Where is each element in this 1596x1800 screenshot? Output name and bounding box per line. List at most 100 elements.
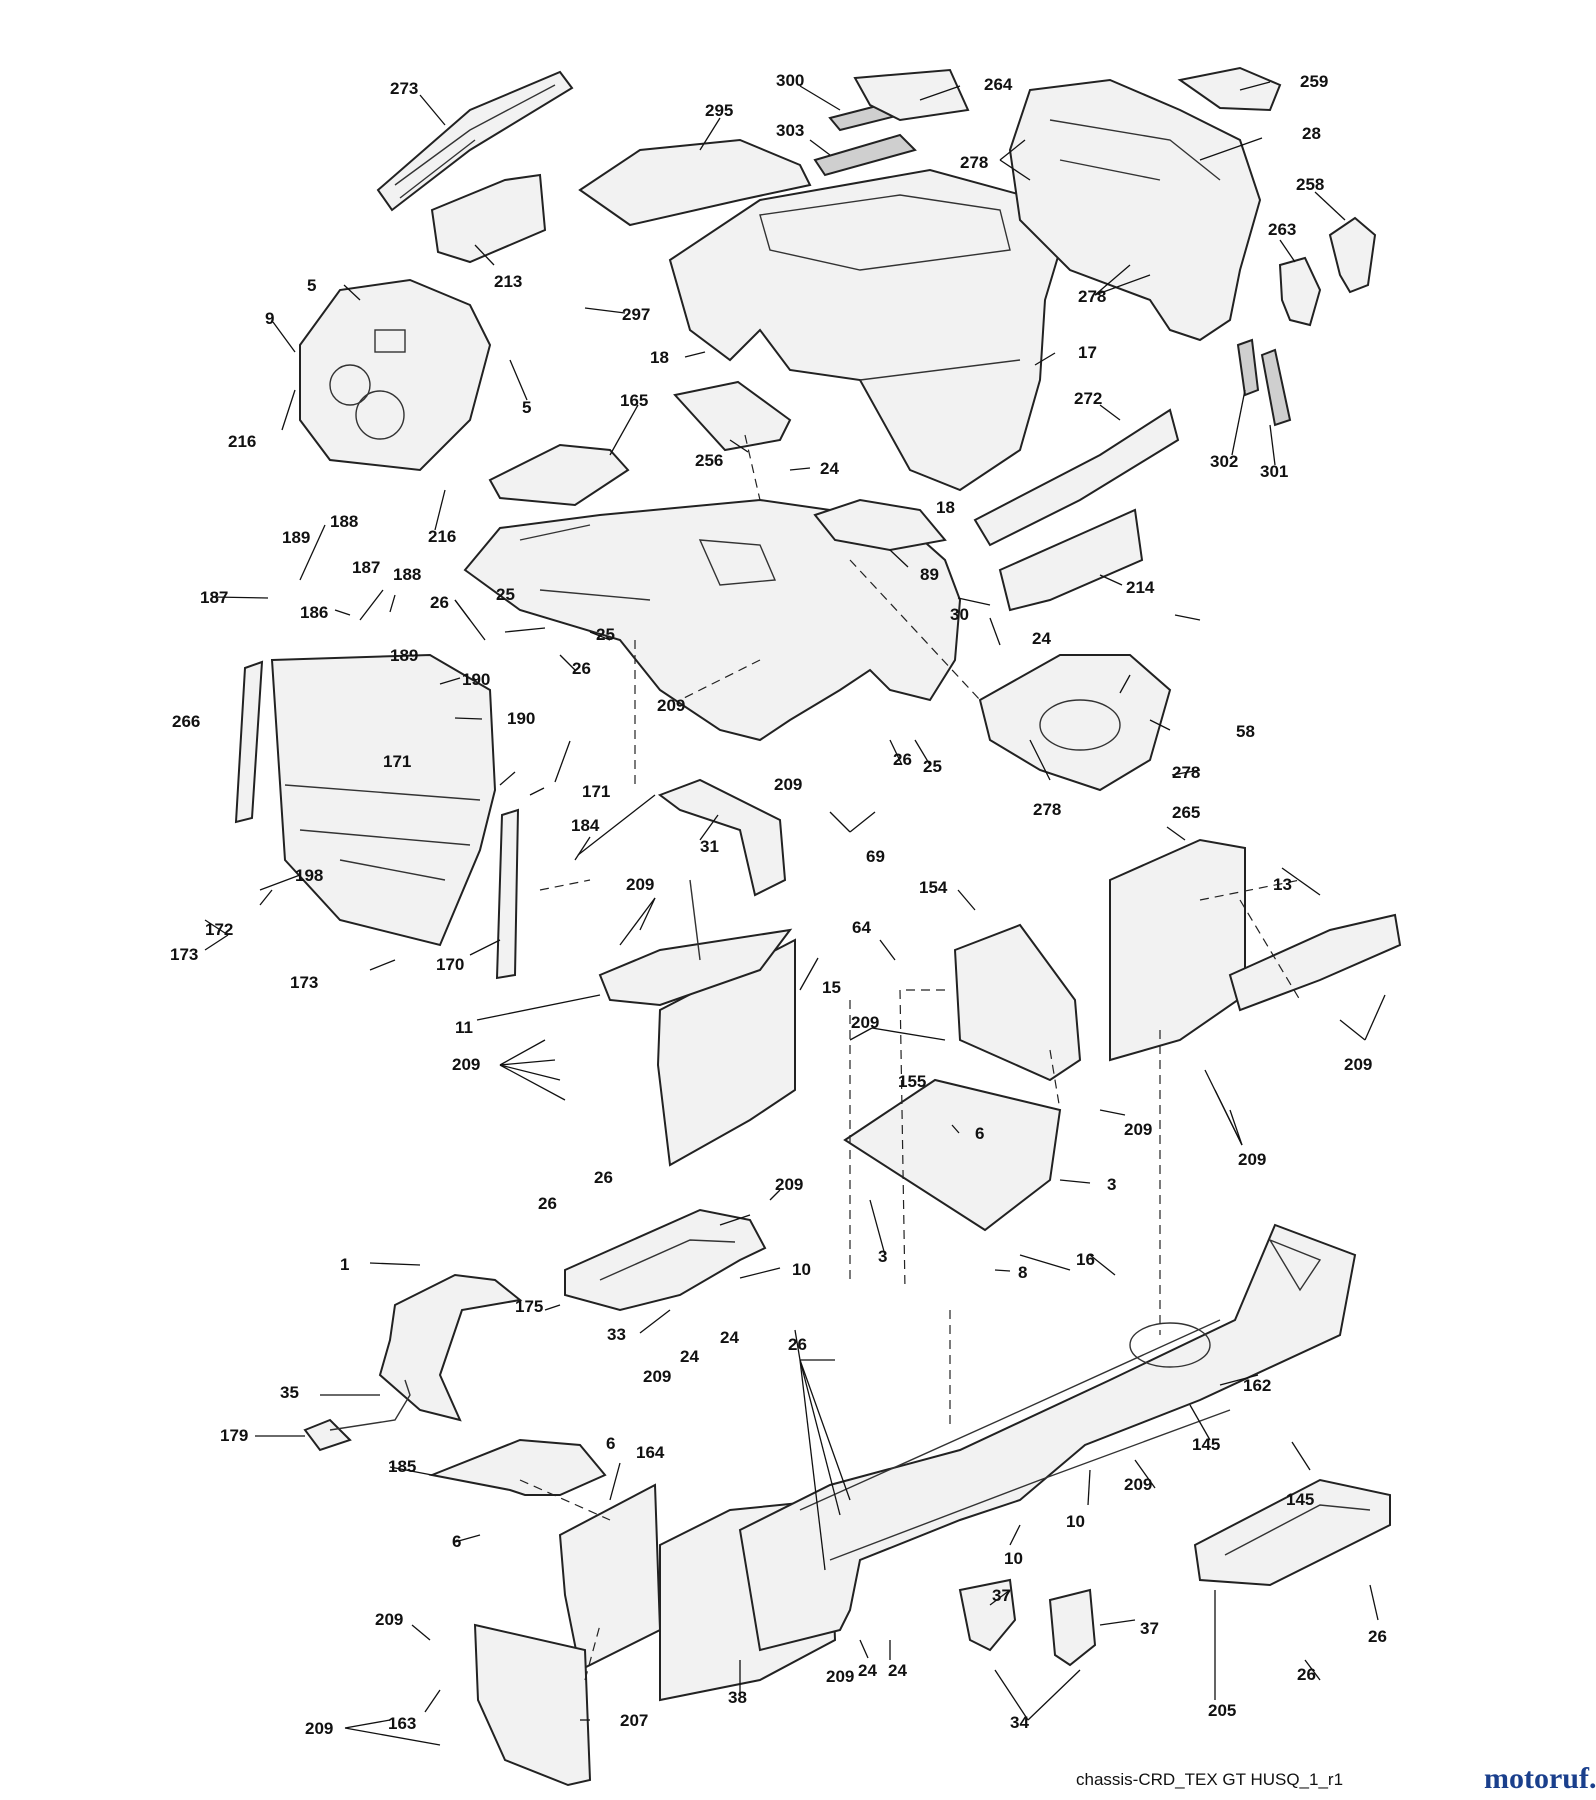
callout-265: 170 [436,955,464,974]
part-302-strip [1236,338,1260,397]
callout-258: 258 [1296,175,1324,194]
callout-172: 172 [205,920,233,939]
part-11-plate [656,938,796,1167]
callout-190-a: 190 [462,670,490,689]
callout-33: 175 [515,1297,543,1316]
callout-25-b: 25 [596,625,615,644]
callout-38: 34 [1010,1713,1029,1732]
callout-13: 265 [1172,803,1200,822]
part-9-dashboard [299,278,492,472]
callout-278-a: 278 [960,153,988,172]
part-170-panel [270,653,497,947]
part-185-pedal [303,1418,352,1452]
callout-209-j: 209 [643,1367,671,1386]
callout-24-d: 24 [680,1347,699,1366]
callout-188-a: 188 [330,512,358,531]
callout-34: 205 [1208,1701,1236,1720]
callout-26-a: 26 [430,593,449,612]
callout-297: 297 [622,305,650,324]
callout-15: 64 [852,918,871,937]
part-295-hood-top [578,138,812,227]
callout-35-b: 10 [1066,1512,1085,1531]
callout-3-c: 6 [452,1532,461,1551]
callout-301: 301 [1260,462,1288,481]
callout-187-b: 187 [200,588,228,607]
callout-209-k: 209 [1124,1475,1152,1494]
callout-58: 58 [1236,722,1255,741]
part-58-bracket [978,654,1172,792]
callout-179: 35 [280,1383,299,1402]
callout-173: 173 [170,945,198,964]
part-31-bracket [657,778,787,897]
callout-25-a: 25 [496,585,515,604]
callout-263: 263 [1268,220,1296,239]
callout-209-b: 209 [774,775,802,794]
callout-189-a: 189 [282,528,310,547]
part-213-bracket [430,173,547,264]
callout-209-l: 209 [375,1610,403,1629]
callout-26-h: 26 [1297,1665,1316,1684]
callout-205-b: 37 [1140,1619,1159,1638]
callout-184: 184 [571,816,600,835]
callout-303: 303 [776,121,804,140]
callout-273: 273 [390,79,418,98]
callout-209-i: 209 [775,1175,803,1194]
callout-264: 264 [984,75,1013,94]
part-shapes [234,66,1402,1787]
leader-lines [204,81,1386,1746]
callout-209-g: 209 [1124,1120,1152,1139]
brand-logo[interactable]: motoruf.de [1484,1762,1596,1796]
callout-209-a: 209 [657,696,685,715]
part-264-cover [853,68,970,122]
part-214-panel [998,508,1144,612]
callout-216-a: 216 [228,432,256,451]
diagram-caption: chassis-CRD_TEX GT HUSQ_1_r1 [1076,1770,1344,1789]
callout-209-c: 209 [626,875,654,894]
callout-18-a: 18 [650,348,669,367]
part-17-hood [668,168,1062,492]
callout-26-f: 26 [788,1335,807,1354]
callout-189-b: 189 [390,646,418,665]
callout-3-b: 6 [606,1434,615,1453]
callout-266: 266 [172,712,200,731]
callout-30: 30 [950,605,969,624]
part-259-cap [1177,66,1282,112]
callout-209-n: 209 [305,1719,333,1738]
callout-278-d: 278 [1033,800,1061,819]
part-272-grill [973,408,1180,547]
callout-9: 9 [265,309,274,328]
callout-207: 163 [388,1714,416,1733]
callout-145: 162 [1243,1376,1271,1395]
callout-5-b: 5 [522,398,531,417]
callout-35-a: 10 [792,1260,811,1279]
callout-26-d: 26 [594,1168,613,1187]
callout-163: 38 [728,1688,747,1707]
callout-256: 256 [695,451,723,470]
callout-272: 272 [1074,389,1102,408]
part-154-arm [1228,913,1402,1012]
callout-162: 164 [636,1443,665,1462]
part-175-cover [378,1273,523,1422]
callout-24-c: 24 [720,1328,739,1347]
callout-278-b: 278 [1078,287,1106,306]
callout-16: 8 [1018,1263,1027,1282]
part-301-strip [1260,348,1292,427]
callout-205-a: 37 [992,1586,1011,1605]
part-6-plate [843,1078,1062,1232]
callout-209-e: 209 [1344,1055,1372,1074]
callout-31: 31 [700,837,719,856]
callout-155: 11 [455,1018,473,1037]
callout-18-b: 18 [936,498,955,517]
callout-26-b: 26 [572,659,591,678]
callout-24-f: 24 [888,1661,907,1680]
callout-26-g: 26 [1368,1627,1387,1646]
part-64-bracket [953,923,1082,1082]
callout-10: 33 [607,1325,626,1344]
callout-295: 295 [705,101,733,120]
part-273-grille [376,70,574,212]
callout-171-b: 171 [582,782,610,801]
callout-259: 259 [1300,72,1328,91]
callout-300: 300 [776,71,804,90]
part-2-bracket [473,1623,592,1787]
alignment-lines [519,434,1301,1681]
